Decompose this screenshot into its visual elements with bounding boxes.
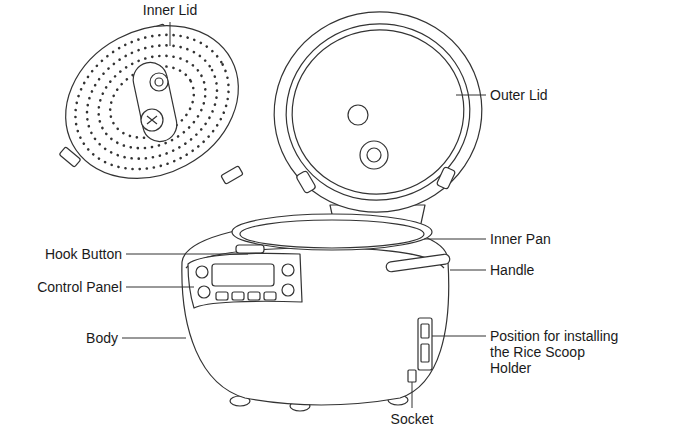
- part-label: Socket: [391, 411, 434, 427]
- part-label: Handle: [490, 262, 534, 278]
- outer-lid-drawing: [255, 0, 500, 231]
- inner-lid-drawing: [39, 0, 266, 208]
- cooker-body-drawing: [182, 214, 451, 411]
- part-label: Control Panel: [37, 279, 122, 295]
- part-label: Inner Pan: [490, 231, 551, 247]
- part-label: Body: [86, 330, 118, 346]
- leader-lines: [122, 22, 486, 408]
- part-label: Inner Lid: [143, 2, 197, 18]
- part-label: Outer Lid: [490, 87, 548, 103]
- part-label: Hook Button: [45, 246, 122, 262]
- part-label: Position for installing the Rice Scoop H…: [490, 328, 630, 376]
